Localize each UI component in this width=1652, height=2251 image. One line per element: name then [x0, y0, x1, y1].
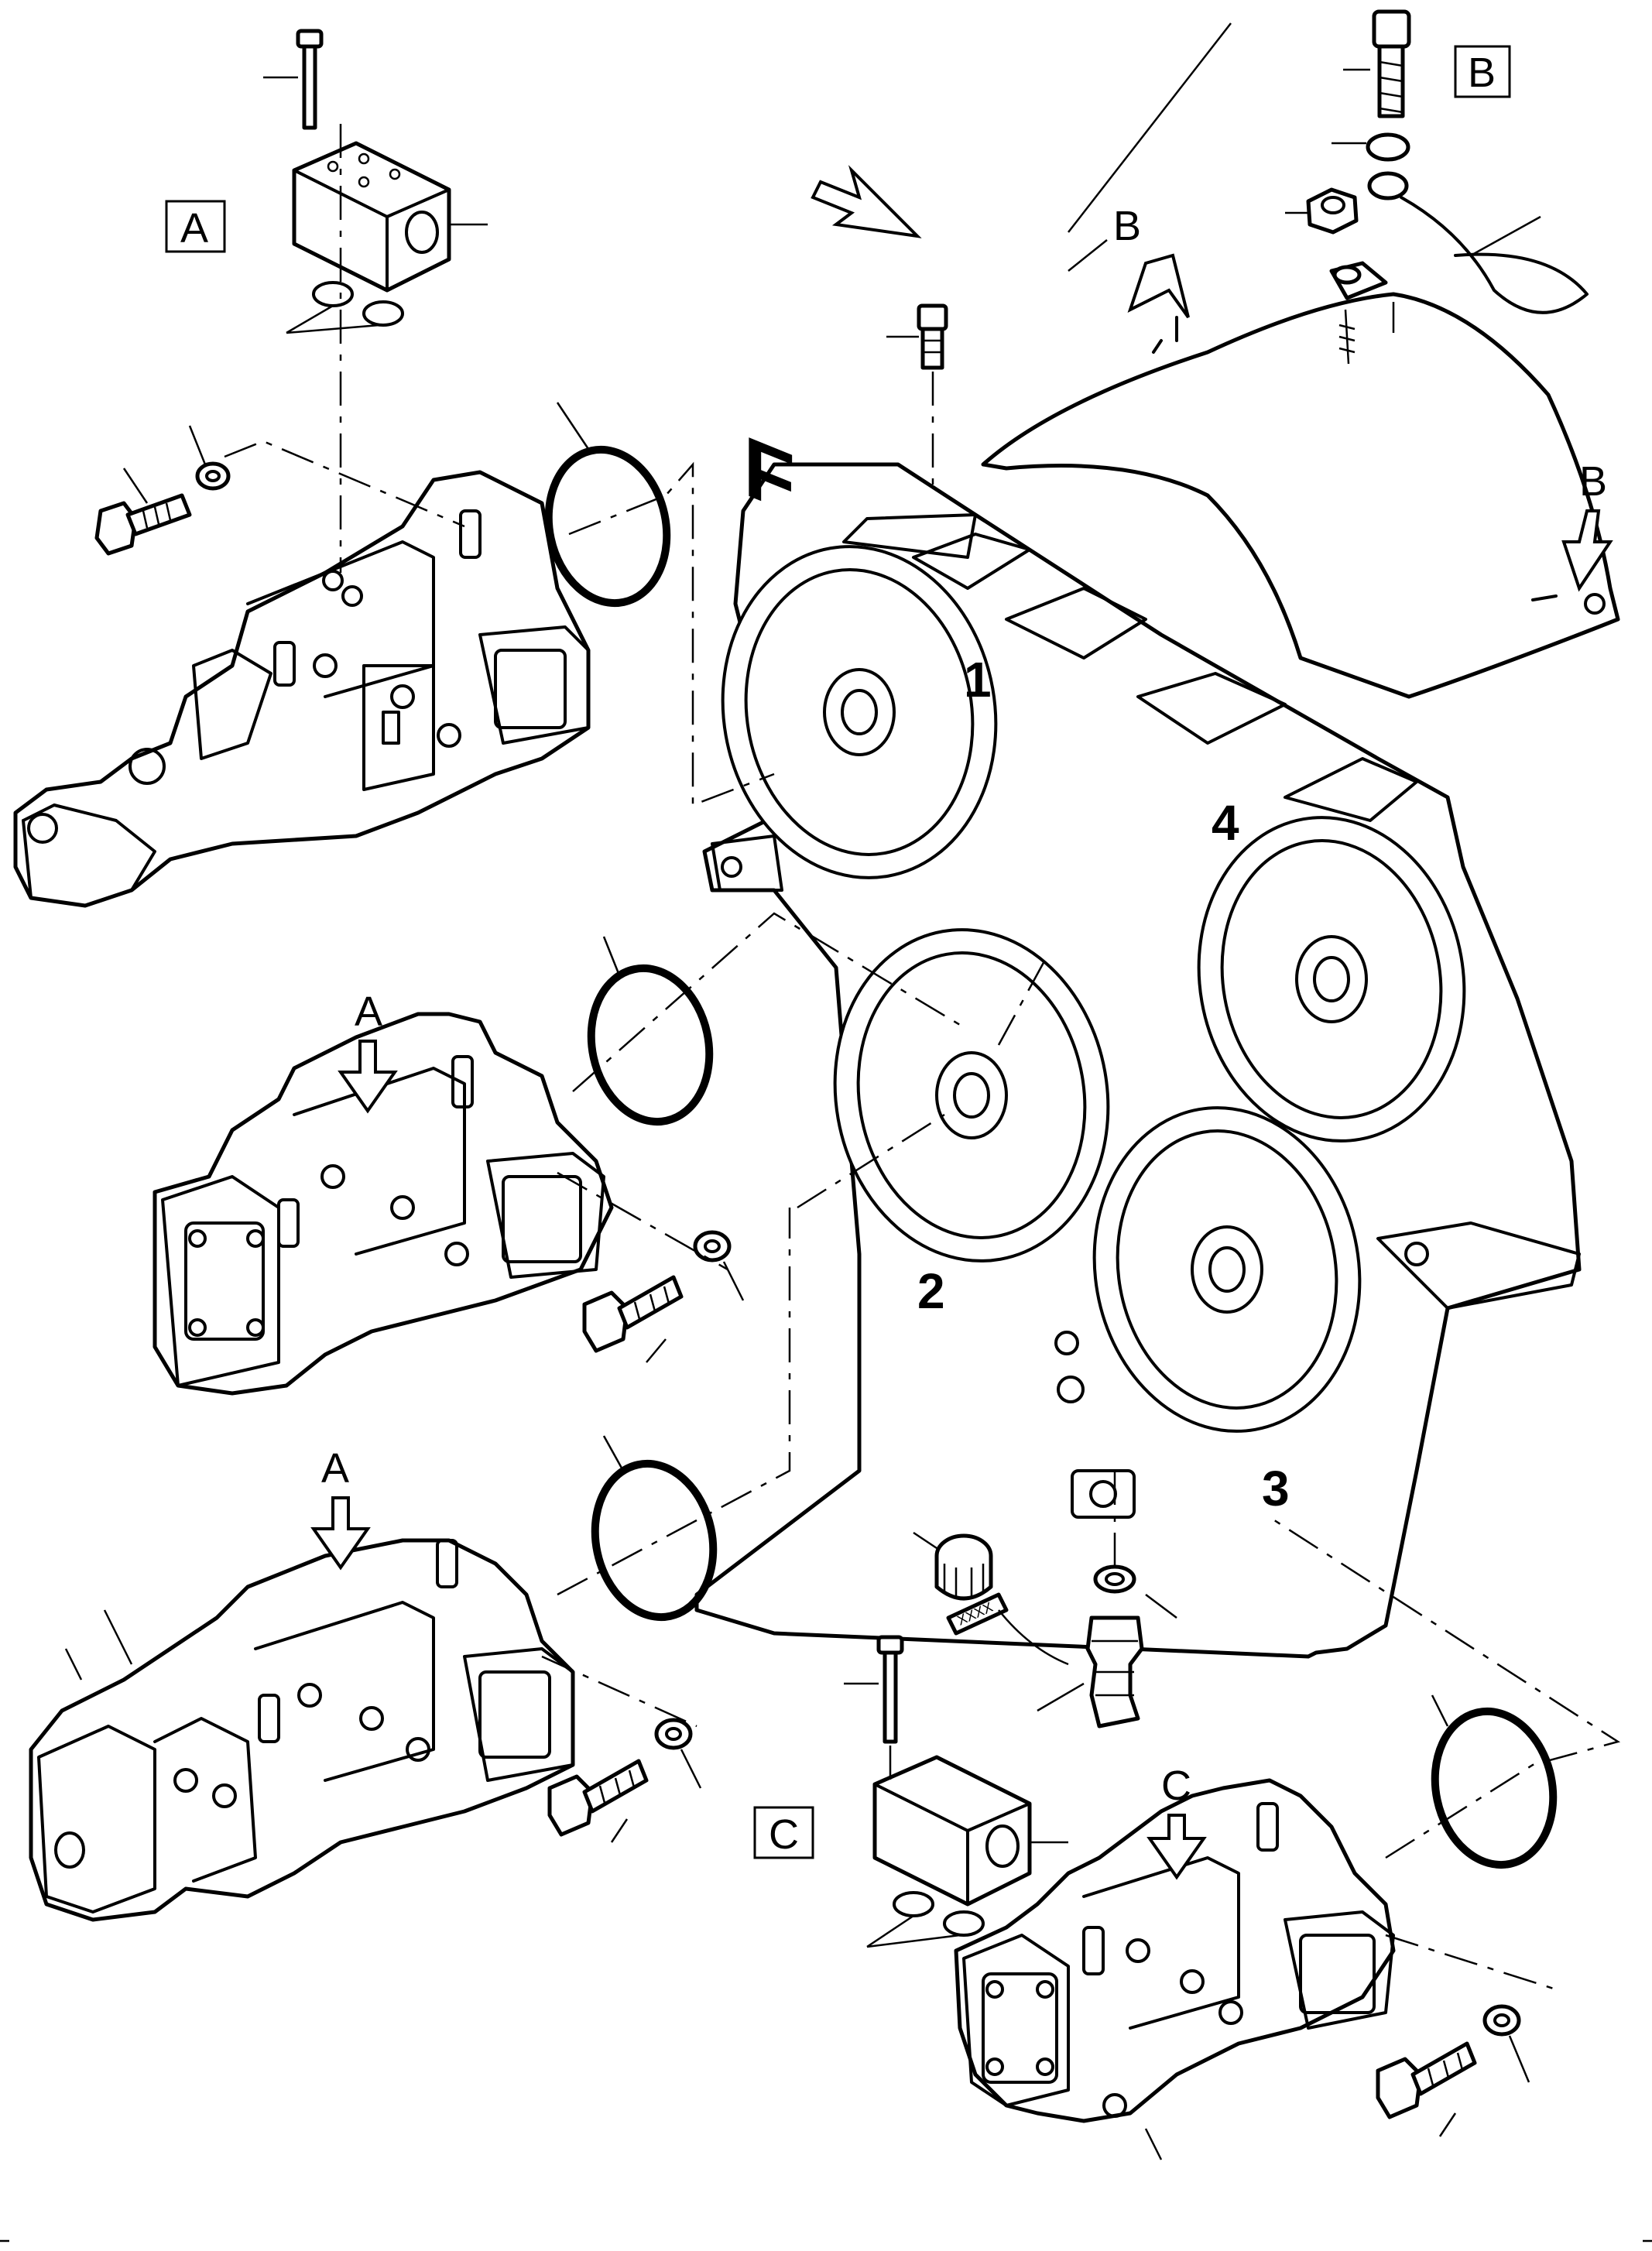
detail-box-b-label: B	[1468, 50, 1496, 96]
pump-pad-4	[1197, 816, 1466, 1143]
pump-4-bolt	[1144, 2004, 1530, 2160]
pump-2-assembly	[153, 1012, 614, 1396]
detail-box-c-label: C	[769, 1811, 799, 1858]
pump-3-bolt	[547, 1718, 702, 1843]
detail-box-a-label: A	[180, 205, 208, 252]
pad-number-3: 3	[1262, 1461, 1290, 1516]
gearbox-cover	[981, 292, 1620, 699]
detail-b-group: B	[1068, 9, 1589, 365]
oring-3	[591, 1459, 718, 1622]
arrow-a-middle-label: A	[355, 988, 382, 1035]
breather-fitting	[886, 303, 948, 495]
pad-number-2: 2	[917, 1263, 945, 1319]
arrow-b-top-label: B	[1113, 203, 1141, 249]
pump-3-assembly	[29, 1538, 575, 1922]
pump-pad-3	[1092, 1106, 1362, 1433]
detail-c-group: C	[753, 1635, 1068, 1948]
pad-number-4: 4	[1212, 795, 1239, 851]
gearbox-housing	[694, 462, 1582, 1659]
pump-1-bolt	[94, 425, 231, 556]
arrow-b-right-label: B	[1579, 458, 1607, 505]
pump-pad-2	[833, 928, 1110, 1263]
direction-letter: F	[743, 417, 795, 533]
pump-1-axis	[224, 440, 465, 528]
arrow-c: C	[1146, 1763, 1207, 1880]
arrow-a-middle: A	[338, 988, 398, 1114]
pump-4-assembly	[954, 1778, 1396, 2123]
oring-2	[587, 964, 714, 1126]
arrow-b-right: B	[1561, 458, 1613, 592]
pump-1-assembly	[13, 470, 591, 908]
pad-number-1: 1	[964, 652, 992, 708]
arrow-a-lower-label: A	[321, 1445, 349, 1492]
detail-a-group: A	[165, 29, 488, 573]
pump-pad-1	[721, 545, 998, 879]
direction-mark-f: F	[743, 165, 922, 533]
drain-plug-assembly: XXXX	[913, 1471, 1177, 1729]
pump-2-bolt	[582, 1230, 745, 1363]
arrow-b-top: B	[1113, 203, 1190, 319]
arrow-c-label: C	[1161, 1763, 1191, 1809]
arrow-a-lower: A	[310, 1445, 371, 1571]
oring-4	[1431, 1707, 1558, 1869]
oring-1	[544, 445, 671, 608]
